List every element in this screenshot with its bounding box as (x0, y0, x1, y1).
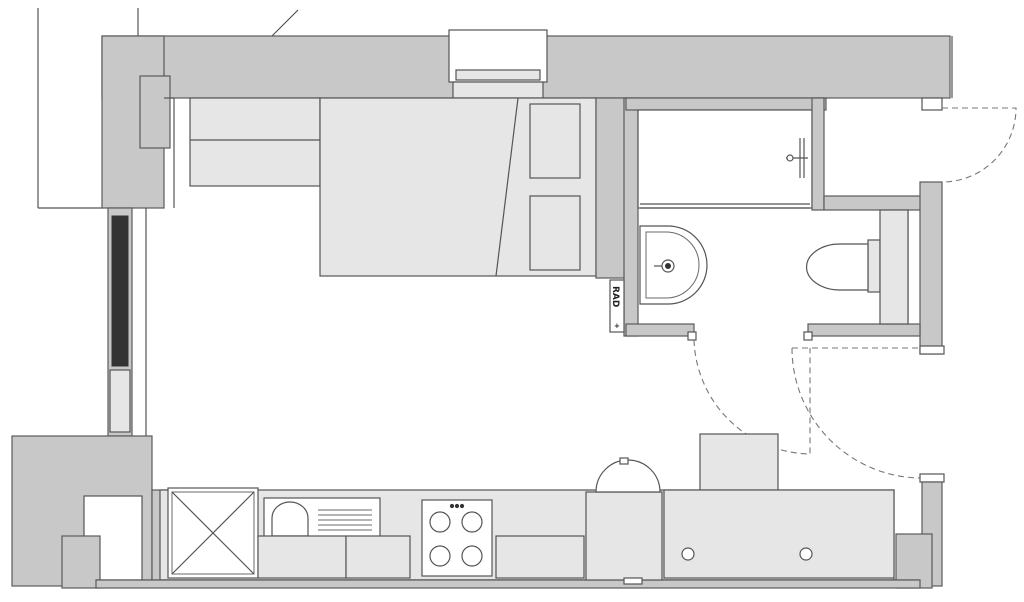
wardrobe (189, 97, 321, 187)
lower-cupboards (257, 535, 585, 579)
bathroom-door-swing (693, 339, 811, 455)
shower (625, 97, 827, 211)
left-wall-lower (11, 435, 153, 589)
bathroom-partition (595, 97, 639, 337)
bed (319, 97, 597, 277)
wash-basin (639, 225, 708, 305)
entrance-door-swing (941, 107, 1017, 183)
washer-unit (663, 433, 895, 579)
round-appliance (585, 457, 663, 585)
hall-door-swing (791, 347, 921, 479)
top-wall (101, 29, 953, 99)
left-wall-upper (101, 35, 175, 209)
radiator: RAD + (609, 279, 625, 333)
radiator-label: RAD (610, 286, 620, 307)
right-wall-lower (895, 481, 943, 589)
svg-text:+: + (614, 322, 620, 330)
left-window (107, 207, 147, 437)
exterior-context (37, 8, 299, 209)
pillow-bottom (529, 195, 581, 271)
fridge (167, 487, 259, 579)
shower-tap-icon (786, 138, 808, 178)
pillow-top (529, 103, 581, 179)
toilet (805, 209, 909, 325)
kitchen-sink (263, 497, 381, 539)
hob (421, 499, 493, 577)
